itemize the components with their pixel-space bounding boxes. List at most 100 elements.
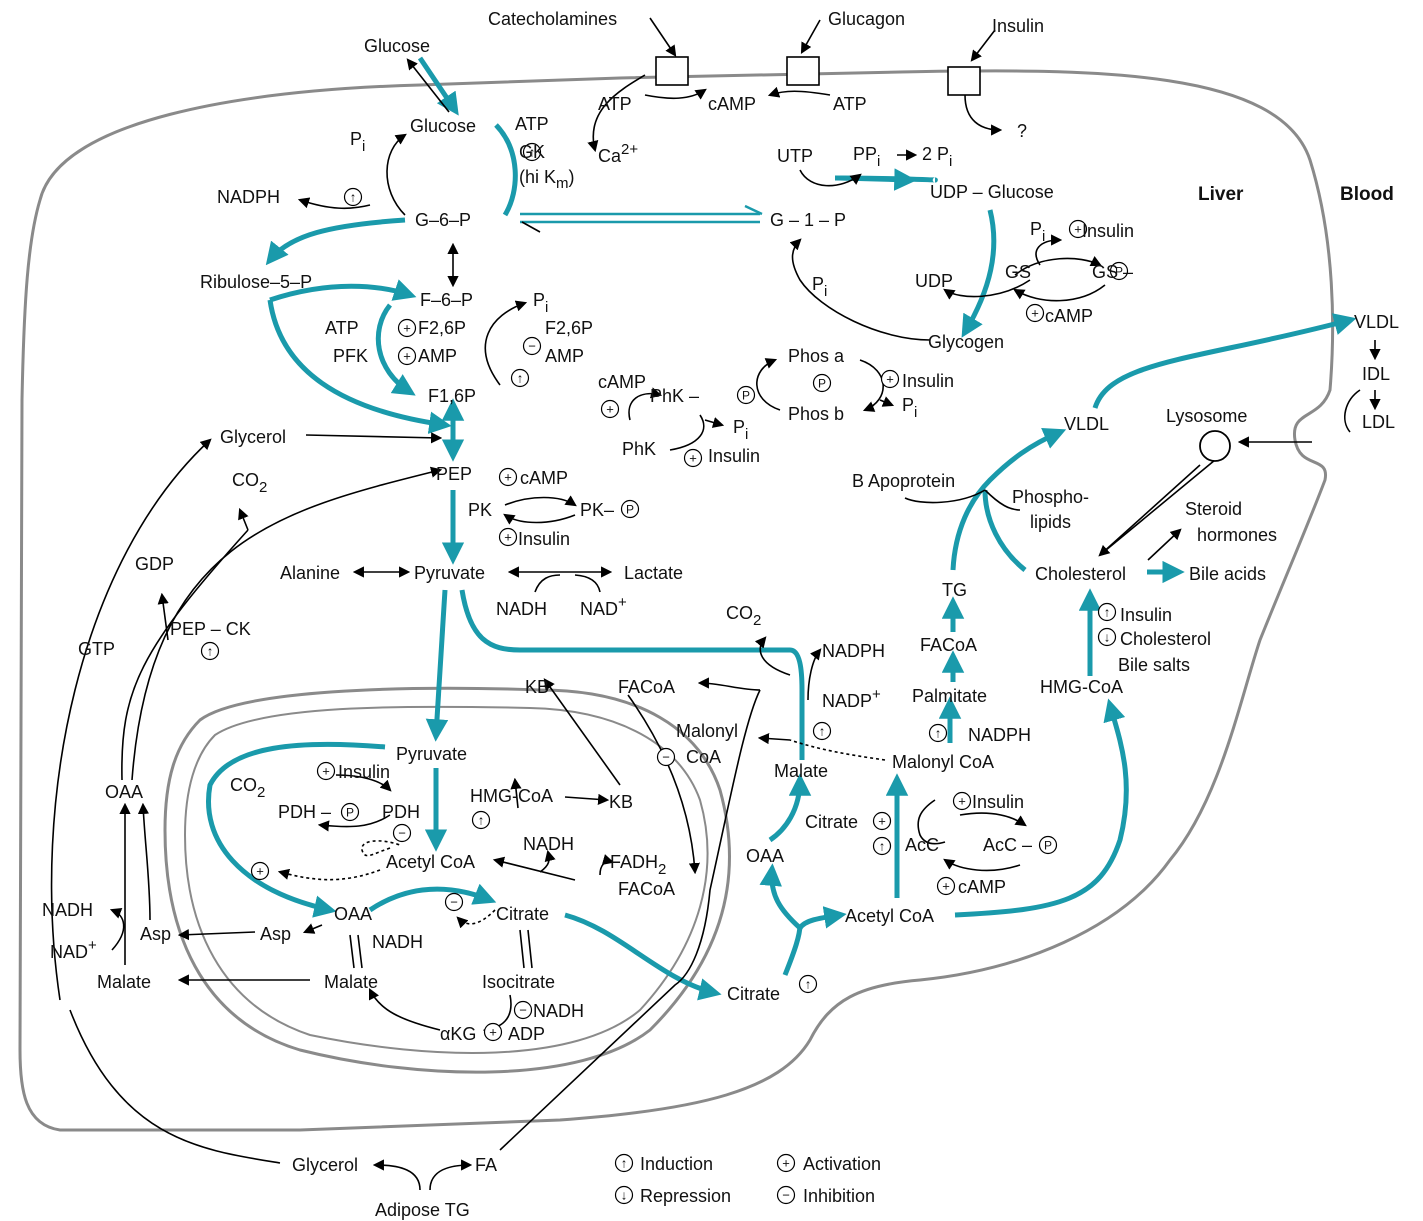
acc-label: AcC bbox=[905, 835, 939, 855]
asp-mito-label: Asp bbox=[260, 924, 291, 944]
insulin-pk-label: Insulin bbox=[518, 529, 570, 549]
repression-symbol: ↓ bbox=[1104, 630, 1111, 645]
utp-label: UTP bbox=[777, 146, 813, 166]
activation-symbol-circle bbox=[872, 811, 892, 831]
pi-gs-label: Pi bbox=[1030, 219, 1045, 245]
insulin-pdh-label: Insulin bbox=[338, 762, 390, 782]
f26p-inhibitor-label: F2,6P bbox=[545, 318, 593, 338]
camp-pk-label: cAMP bbox=[520, 468, 568, 488]
activation-symbol: + bbox=[958, 794, 966, 809]
induction-symbol-circle bbox=[200, 641, 220, 661]
legend-activation: Activation bbox=[803, 1154, 881, 1174]
liver-cell-membrane bbox=[18, 69, 1335, 1132]
insulin-hormone-label: Insulin bbox=[992, 16, 1044, 36]
induction-symbol: ↑ bbox=[350, 190, 357, 205]
activation-symbol: + bbox=[942, 879, 950, 894]
camp-acc-label: cAMP bbox=[958, 877, 1006, 897]
co2-me-label: CO2 bbox=[726, 603, 761, 629]
camp-gs-label: cAMP bbox=[1045, 306, 1093, 326]
induction-symbol: ↑ bbox=[529, 145, 536, 160]
malonyl-coa-label: Malonyl CoA bbox=[892, 752, 994, 772]
hmgcoa-cyt-label: HMG-CoA bbox=[1040, 677, 1123, 697]
phosphate-symbol-circle bbox=[1038, 835, 1058, 855]
gk-km-label: (hi Km) bbox=[519, 167, 575, 192]
facoa-cyt-label: FACoA bbox=[920, 635, 977, 655]
activation-symbol-circle bbox=[250, 861, 270, 881]
citrate-cyt-label: Citrate bbox=[727, 984, 780, 1004]
unknown-effect-label: ? bbox=[1017, 121, 1027, 141]
activation-symbol: + bbox=[504, 470, 512, 485]
oaa-mito-label: OAA bbox=[334, 904, 372, 924]
activation-symbol: + bbox=[689, 451, 697, 466]
pepck-label: PEP – CK bbox=[170, 619, 251, 639]
activation-symbol: + bbox=[886, 372, 894, 387]
nadh-mito-label: NADH bbox=[523, 834, 574, 854]
amp-activator-label: AMP bbox=[418, 346, 457, 366]
activation-symbol-circle bbox=[498, 467, 518, 487]
ldl-label: LDL bbox=[1362, 412, 1395, 432]
glucose-label: Glucose bbox=[410, 116, 476, 136]
induction-symbol: ↑ bbox=[207, 644, 214, 659]
induction-symbol: ↑ bbox=[621, 1156, 628, 1171]
co2-mito-label: CO2 bbox=[230, 775, 265, 801]
pi-f6p-label: Pi bbox=[533, 290, 548, 316]
legend-repression: Repression bbox=[640, 1186, 731, 1206]
pi-phk-label: Pi bbox=[733, 417, 748, 443]
f6p-label: F–6–P bbox=[420, 290, 473, 310]
oaa-cyt-label: OAA bbox=[746, 846, 784, 866]
facoa-out-label: FACoA bbox=[618, 677, 675, 697]
asp-cytosol-label: Asp bbox=[140, 924, 171, 944]
alanine-label: Alanine bbox=[280, 563, 340, 583]
pi-glucose-label: Pi bbox=[350, 129, 365, 155]
udp-glucose-label: UDP – Glucose bbox=[930, 182, 1054, 202]
glycogen-label: Glycogen bbox=[928, 332, 1004, 352]
oaa-cytosol-label: OAA bbox=[105, 782, 143, 802]
lactate-label: Lactate bbox=[624, 563, 683, 583]
udp-label: UDP bbox=[915, 271, 953, 291]
bile-acids-label: Bile acids bbox=[1189, 564, 1266, 584]
teal-pathways bbox=[206, 56, 1357, 1001]
activation-symbol-circle bbox=[683, 448, 703, 468]
induction-symbol: ↑ bbox=[805, 977, 812, 992]
activation-symbol: + bbox=[878, 814, 886, 829]
phosphate-symbol: P bbox=[1044, 839, 1052, 853]
gs-p-label: GS – bbox=[1092, 262, 1133, 282]
cholesterol-repressor-label: Cholesterol bbox=[1120, 629, 1211, 649]
two-pi-label: 2 Pi bbox=[922, 144, 952, 170]
atp-signal-2: ATP bbox=[833, 94, 867, 114]
nadh-malate-label: NADH bbox=[42, 900, 93, 920]
induction-symbol: ↑ bbox=[819, 724, 826, 739]
liver-label: Liver bbox=[1198, 184, 1244, 205]
idl-label: IDL bbox=[1362, 364, 1390, 384]
co2-pepck-label: CO2 bbox=[232, 470, 267, 496]
gk-label: GK bbox=[519, 142, 545, 162]
activation-symbol-circle bbox=[498, 527, 518, 547]
inhibition-symbol-circle bbox=[656, 747, 676, 767]
inhibition-symbol-circle bbox=[776, 1185, 796, 1205]
acetylcoa-mito-label: Acetyl CoA bbox=[386, 852, 475, 872]
repression-symbol-circle bbox=[614, 1185, 634, 1205]
kb-mito-label: KB bbox=[609, 792, 633, 812]
phk-label: PhK bbox=[622, 439, 656, 459]
insulin-phos-label: Insulin bbox=[902, 371, 954, 391]
phos-a-label: Phos a bbox=[788, 346, 845, 366]
atp-signal-1: ATP bbox=[598, 94, 632, 114]
activation-symbol: + bbox=[403, 321, 411, 336]
inhibition-symbol: − bbox=[450, 895, 458, 910]
phosphate-symbol-circle bbox=[736, 385, 756, 405]
insulin-acc-label: Insulin bbox=[972, 792, 1024, 812]
insulin-gs-label: Insulin bbox=[1082, 221, 1134, 241]
palmitate-label: Palmitate bbox=[912, 686, 987, 706]
g1p-label: G – 1 – P bbox=[770, 210, 846, 230]
glucose-blood-label: Glucose bbox=[364, 36, 430, 56]
inhibition-symbol: − bbox=[662, 750, 670, 765]
activation-symbol: + bbox=[782, 1156, 790, 1171]
lysosome-organelle bbox=[1199, 430, 1231, 462]
induction-symbol-circle bbox=[614, 1153, 634, 1173]
inhibition-symbol-circle bbox=[522, 336, 542, 356]
phk-p-label: PhK – bbox=[650, 386, 699, 406]
activation-symbol-circle bbox=[397, 318, 417, 338]
activation-symbol: + bbox=[256, 864, 264, 879]
acc-p-label: AcC – bbox=[983, 835, 1032, 855]
